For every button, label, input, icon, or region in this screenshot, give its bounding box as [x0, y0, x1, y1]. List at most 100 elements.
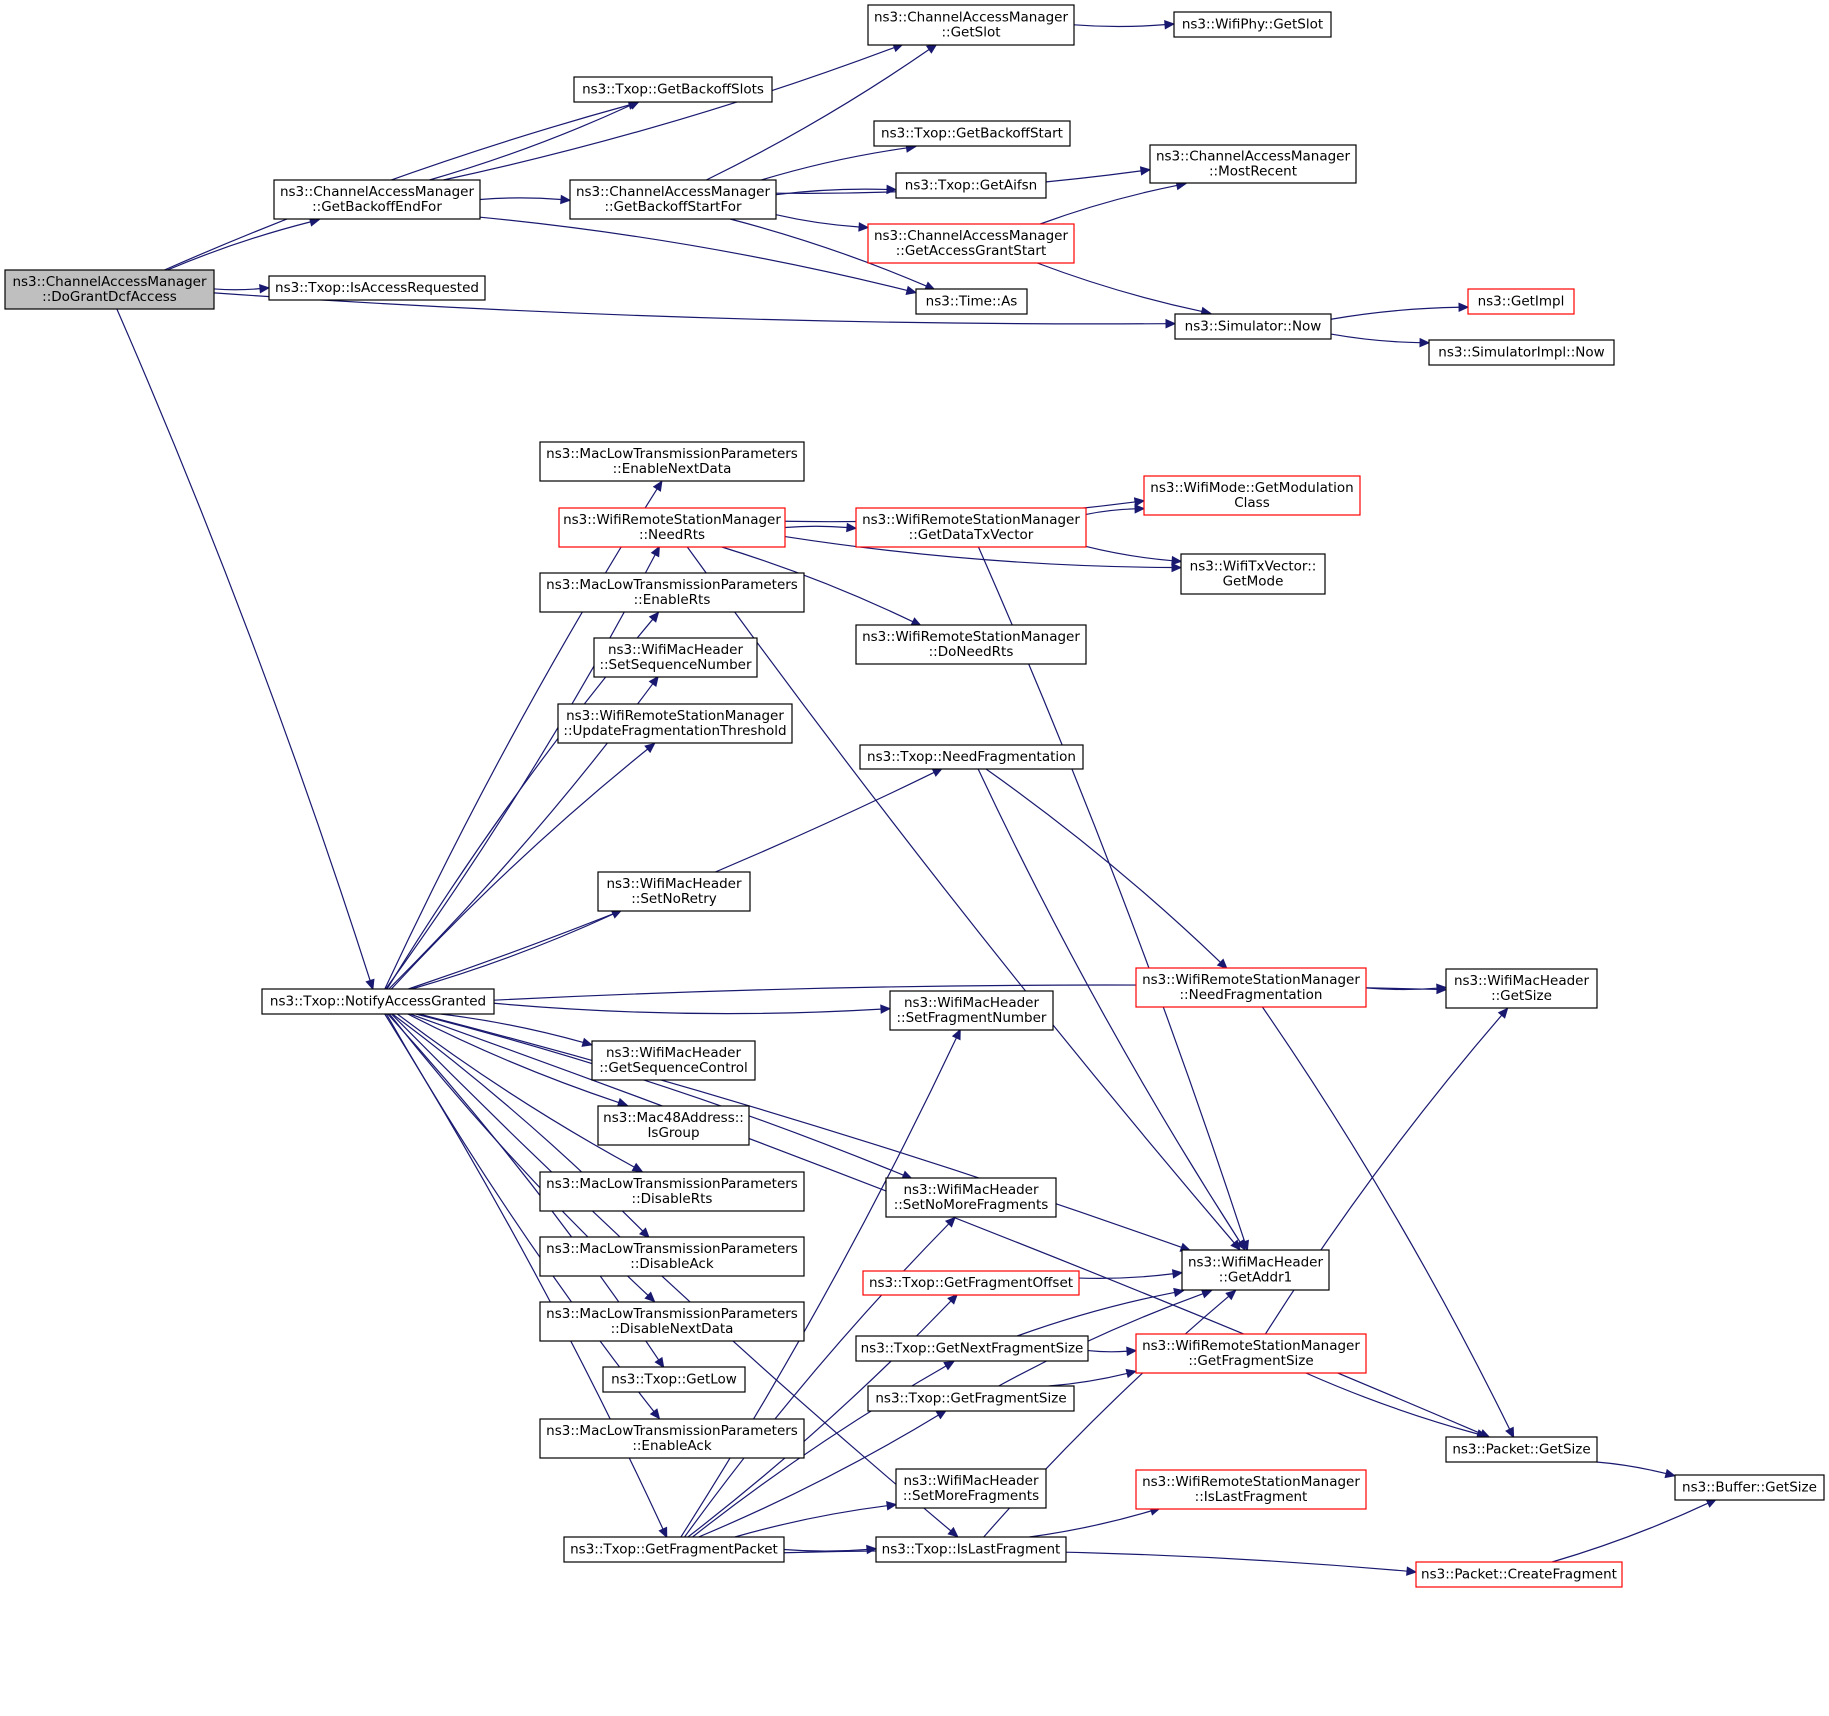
function-node-simNow[interactable]: ns3::Simulator::Now [1174, 313, 1332, 340]
function-node-timeAs[interactable]: ns3::Time::As [915, 288, 1028, 315]
function-node-camGetSlot[interactable]: ns3::ChannelAccessManager::GetSlot [867, 4, 1075, 46]
node-box [1135, 1333, 1367, 1374]
node-label: ns3::MacLowTransmissionParameters [546, 1241, 798, 1257]
function-node-txopIsLastFragment[interactable]: ns3::Txop::IsLastFragment [875, 1536, 1067, 1563]
edge-getBackoffEndFor-to-camGetSlot [443, 43, 904, 181]
edge-line [1305, 1372, 1478, 1435]
edge-getDataTxVector-to-getModulationClass [1085, 504, 1146, 515]
function-node-simImplNow[interactable]: ns3::SimulatorImpl::Now [1428, 339, 1615, 366]
node-label: ns3::WifiMacHeader [608, 642, 744, 658]
node-label: ns3::ChannelAccessManager [280, 184, 475, 200]
edge-line [1085, 508, 1136, 515]
function-node-getAccessGrantStart[interactable]: ns3::ChannelAccessManager::GetAccessGran… [867, 223, 1075, 264]
edge-notifyAccessGranted-to-setFragmentNumber [493, 1002, 892, 1015]
node-label: ns3::WifiRemoteStationManager [862, 512, 1080, 528]
function-node-setNoRetry[interactable]: ns3::WifiMacHeader::SetNoRetry [597, 871, 751, 912]
edge-line [443, 46, 895, 181]
function-node-wrsmNeedFragmentation[interactable]: ns3::WifiRemoteStationManager::NeedFragm… [1135, 967, 1367, 1008]
edge-arrowhead [1125, 1368, 1138, 1379]
edge-wrsmGetFragmentSize-to-packetGetSize [1305, 1372, 1488, 1439]
function-node-getBackoffSlots[interactable]: ns3::Txop::GetBackoffSlots [573, 76, 773, 103]
node-label: ::DoGrantDcfAccess [42, 289, 177, 305]
node-box [597, 871, 751, 912]
function-node-updateFragThreshold[interactable]: ns3::WifiRemoteStationManager::UpdateFra… [557, 703, 793, 744]
edge-line [729, 218, 927, 287]
edge-line [1039, 184, 1178, 225]
function-node-disableAck[interactable]: ns3::MacLowTransmissionParameters::Disab… [539, 1236, 805, 1277]
node-label: ns3::WifiMacHeader [904, 995, 1040, 1011]
function-node-setNoMoreFragments[interactable]: ns3::WifiMacHeader::SetNoMoreFragments [885, 1177, 1057, 1218]
function-node-getNextFragmentSize[interactable]: ns3::Txop::GetNextFragmentSize [855, 1335, 1089, 1362]
edge-arrowhead [649, 1408, 661, 1420]
edge-getAccessGrantStart-to-mostRecent [1039, 180, 1187, 225]
function-node-getBackoffStartFor[interactable]: ns3::ChannelAccessManager::GetBackoffSta… [569, 179, 777, 220]
function-node-setFragmentNumber[interactable]: ns3::WifiMacHeader::SetFragmentNumber [889, 990, 1054, 1031]
node-box [1428, 339, 1615, 366]
function-node-txVectorGetMode[interactable]: ns3::WifiTxVector::GetMode [1180, 553, 1326, 595]
edge-arrowhead [947, 1293, 959, 1305]
function-node-txopGetFragmentSize[interactable]: ns3::Txop::GetFragmentSize [867, 1385, 1075, 1412]
node-box [569, 179, 777, 220]
function-node-getBackoffEndFor[interactable]: ns3::ChannelAccessManager::GetBackoffEnd… [273, 179, 481, 220]
function-node-disableRts[interactable]: ns3::MacLowTransmissionParameters::Disab… [539, 1171, 805, 1212]
function-node-getDataTxVector[interactable]: ns3::WifiRemoteStationManager::GetDataTx… [855, 507, 1087, 548]
function-node-getFragmentOffset[interactable]: ns3::Txop::GetFragmentOffset [862, 1270, 1080, 1296]
function-node-mostRecent[interactable]: ns3::ChannelAccessManager::MostRecent [1149, 144, 1357, 184]
function-node-root[interactable]: ns3::ChannelAccessManager::DoGrantDcfAcc… [4, 269, 215, 310]
node-label: ns3::Txop::IsLastFragment [882, 1542, 1061, 1558]
node-label: ::NeedFragmentation [1180, 987, 1323, 1003]
function-node-getLow[interactable]: ns3::Txop::GetLow [602, 1366, 746, 1393]
node-box [557, 703, 793, 744]
function-node-isAccessRequested[interactable]: ns3::Txop::IsAccessRequested [268, 275, 486, 301]
function-node-createFragment[interactable]: ns3::Packet::CreateFragment [1415, 1561, 1623, 1588]
edge-arrowhead [1139, 166, 1152, 176]
node-box [593, 637, 758, 678]
edge-getBackoffStartFor-to-getAccessGrantStart [775, 214, 870, 232]
function-node-getAddr1[interactable]: ns3::WifiMacHeader::GetAddr1 [1181, 1249, 1330, 1291]
function-node-enableRts[interactable]: ns3::MacLowTransmissionParameters::Enabl… [539, 572, 805, 613]
edge-line [687, 1300, 952, 1538]
node-box [597, 1105, 750, 1146]
edge-getBackoffEndFor-to-getBackoffStartFor [479, 194, 572, 205]
edge-arrowhead [1664, 1468, 1677, 1479]
function-node-notifyAccessGranted[interactable]: ns3::Txop::NotifyAccessGranted [261, 988, 495, 1015]
node-label: GetMode [1223, 574, 1284, 590]
node-label: ns3::MacLowTransmissionParameters [546, 1176, 798, 1192]
function-node-needRts[interactable]: ns3::WifiRemoteStationManager::NeedRts [558, 507, 786, 548]
node-label: ns3::WifiPhy::GetSlot [1182, 17, 1323, 33]
edge-root-to-isAccessRequested [213, 283, 271, 294]
function-node-wrsmIsLastFragment[interactable]: ns3::WifiRemoteStationManager::IsLastFra… [1135, 1469, 1367, 1510]
node-box [867, 223, 1075, 264]
function-node-wrsmGetFragmentSize[interactable]: ns3::WifiRemoteStationManager::GetFragme… [1135, 1333, 1367, 1374]
node-label: ns3::ChannelAccessManager [576, 184, 771, 200]
node-label: ns3::Buffer::GetSize [1682, 1480, 1817, 1496]
edge-notifyAccessGranted-to-getAddr1 [418, 1013, 1192, 1252]
function-node-txopNeedFragmentation[interactable]: ns3::Txop::NeedFragmentation [859, 744, 1084, 770]
function-node-doNeedRts[interactable]: ns3::WifiRemoteStationManager::DoNeedRts [855, 624, 1087, 665]
node-label: Class [1234, 495, 1270, 511]
node-box [591, 1040, 756, 1081]
function-node-enableAck[interactable]: ns3::MacLowTransmissionParameters::Enabl… [539, 1418, 805, 1459]
function-node-getImpl[interactable]: ns3::GetImpl [1467, 288, 1575, 315]
function-node-wifiPhyGetSlot[interactable]: ns3::WifiPhy::GetSlot [1173, 11, 1332, 38]
function-node-disableNextData[interactable]: ns3::MacLowTransmissionParameters::Disab… [539, 1301, 805, 1342]
edge-line [385, 554, 656, 990]
function-node-setMoreFragments[interactable]: ns3::WifiMacHeader::SetMoreFragments [895, 1468, 1047, 1509]
function-node-isGroup[interactable]: ns3::Mac48Address::IsGroup [597, 1105, 750, 1146]
edge-txopNeedFragmentation-to-wrsmNeedFragmentation [985, 768, 1228, 970]
node-box [895, 172, 1047, 199]
function-node-wmhGetSize[interactable]: ns3::WifiMacHeader::GetSize [1445, 968, 1598, 1009]
edge-line [1261, 1006, 1511, 1430]
function-node-getSequenceControl[interactable]: ns3::WifiMacHeader::GetSequenceControl [591, 1040, 756, 1081]
function-node-setSequenceNumber[interactable]: ns3::WifiMacHeader::SetSequenceNumber [593, 637, 758, 678]
function-node-getBackoffStart[interactable]: ns3::Txop::GetBackoffStart [873, 120, 1071, 147]
function-node-getFragmentPacket[interactable]: ns3::Txop::GetFragmentPacket [563, 1536, 785, 1563]
edge-arrowhead [616, 1097, 629, 1107]
function-node-bufferGetSize[interactable]: ns3::Buffer::GetSize [1674, 1474, 1825, 1501]
edge-arrowhead [935, 1409, 948, 1420]
function-node-enableNextData[interactable]: ns3::MacLowTransmissionParameters::Enabl… [539, 441, 805, 482]
edge-line [411, 913, 614, 990]
function-node-getAifsn[interactable]: ns3::Txop::GetAifsn [895, 172, 1047, 199]
function-node-packetGetSize[interactable]: ns3::Packet::GetSize [1445, 1436, 1598, 1463]
